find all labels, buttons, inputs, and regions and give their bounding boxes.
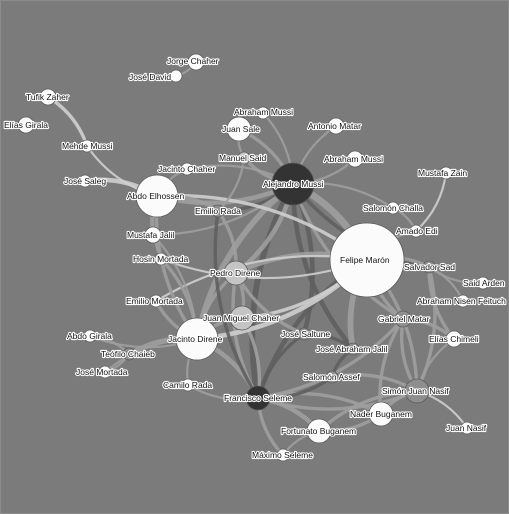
node-label-juan_sale: Juan Sale xyxy=(222,124,260,134)
node-emilio_rada[interactable] xyxy=(211,204,225,218)
node-label-jacinto_direne: Jacinto Direne xyxy=(168,334,223,344)
node-nader_buganem[interactable] xyxy=(368,401,394,427)
edge-mustafa_zain-amado_edi xyxy=(414,171,448,233)
node-layer xyxy=(17,53,490,462)
node-juan_nasif[interactable] xyxy=(460,421,474,435)
node-label-abdo_elhossen: Abdo Elhossen xyxy=(127,191,184,201)
node-jacinto_direne[interactable] xyxy=(175,317,219,361)
node-salvador_sad[interactable] xyxy=(422,260,436,274)
node-mustafa_zain[interactable] xyxy=(439,166,453,180)
node-label-abraham_mussi: Abraham Mussi xyxy=(234,107,293,117)
node-pedro_direne[interactable] xyxy=(223,260,249,286)
node-label-jose_saleg: José Saleg xyxy=(64,176,106,186)
node-emilio_mortada[interactable] xyxy=(149,294,163,308)
node-juan_miguel_chaher[interactable] xyxy=(229,305,255,331)
node-tufik_zaher[interactable] xyxy=(39,88,57,106)
node-jorge_chaher[interactable] xyxy=(187,53,205,71)
node-label-emilio_rada: Emilio Rada xyxy=(195,206,241,216)
node-label-teofilo_chaieb: Teófilo Chaieb xyxy=(101,349,155,359)
node-elias_girala[interactable] xyxy=(17,116,35,134)
edge-emilio_rada-francisco_seleme xyxy=(213,209,260,400)
node-label-jose_saltune: José Saltune xyxy=(281,329,330,339)
node-jacinto_chaher[interactable] xyxy=(180,162,194,176)
node-label-abdo_girala: Abdo Girala xyxy=(67,331,112,341)
node-mehde_mussi[interactable] xyxy=(80,139,94,153)
node-amado_edi[interactable] xyxy=(409,224,423,238)
node-label-nader_buganem: Nader Buganem xyxy=(350,409,412,419)
node-hosin_mortada[interactable] xyxy=(154,252,168,266)
node-jose_abraham_jalil[interactable] xyxy=(346,342,360,356)
node-label-elias_chimeli: Elías Chimeli xyxy=(429,334,479,344)
node-label-antonio_matar: Antonio Matar xyxy=(308,121,361,131)
node-label-juan_nasif: Juan Nasif xyxy=(446,423,487,433)
node-fortunato_buganem[interactable] xyxy=(306,418,332,444)
node-label-gabriel_matar: Gabriel Matar xyxy=(378,314,430,324)
node-abdo_elhossen[interactable] xyxy=(135,174,179,218)
node-alejandro_mussi[interactable] xyxy=(271,162,315,206)
node-jose_mortada[interactable] xyxy=(98,365,112,379)
node-jose_saleg[interactable] xyxy=(78,174,92,188)
node-mustafa_jalil[interactable] xyxy=(144,226,162,244)
node-jose_david[interactable] xyxy=(169,69,183,83)
node-gabriel_matar[interactable] xyxy=(394,310,412,328)
node-elias_chimeli[interactable] xyxy=(445,330,463,348)
node-label-jose_david: José David xyxy=(129,72,171,82)
node-francisco_seleme[interactable] xyxy=(245,385,271,411)
edge-salvador_sad-simon_juan_nasif xyxy=(415,265,437,393)
node-manuel_said[interactable] xyxy=(237,151,251,165)
node-label-amado_edi: Amado Edi xyxy=(396,226,438,236)
node-label-pedro_direne: Pedro Direne xyxy=(210,268,260,278)
node-label-tufik_zaher: Tufik Zaher xyxy=(26,92,69,102)
node-label-jose_mortada: José Mortada xyxy=(76,367,128,377)
node-camilo_rada[interactable] xyxy=(181,378,195,392)
node-label-salomon_challa: Salomón Challa xyxy=(363,203,423,213)
node-felipe_maron[interactable] xyxy=(329,222,405,298)
node-label-felipe_maron: Felipe Marón xyxy=(340,255,390,265)
node-teofilo_chaieb[interactable] xyxy=(122,347,136,361)
node-label-mustafa_jalil: Mustafa Jalil xyxy=(127,230,174,240)
node-label-maximo_seleme: Máximo Seleme xyxy=(252,450,313,460)
node-jose_saltune[interactable] xyxy=(297,327,311,341)
edge-alejandro_mussi-francisco_seleme xyxy=(249,181,296,401)
node-label-elias_girala: Elías Girala xyxy=(4,120,48,130)
edge-francisco_seleme-gabriel_matar xyxy=(256,317,405,400)
node-abraham_mussi_2[interactable] xyxy=(346,150,364,168)
node-said_arden[interactable] xyxy=(476,276,490,290)
node-label-salomon_assef: Salomón Assef xyxy=(303,372,360,382)
node-abraham_mussi[interactable] xyxy=(256,106,270,120)
node-antonio_matar[interactable] xyxy=(327,117,345,135)
node-label-francisco_seleme: Francisco Seleme xyxy=(224,393,292,403)
node-label-simon_juan_nasif: Simón Juan Nasif xyxy=(382,386,449,396)
node-maximo_seleme[interactable] xyxy=(276,448,290,462)
node-label-fortunato_buganem: Fortunato Buganem xyxy=(281,426,356,436)
node-abraham_nisen_feituch[interactable] xyxy=(456,294,470,308)
node-label-hosin_mortada: Hosin Mortada xyxy=(133,254,189,264)
edge-tufik_zaher-mehde_mussi xyxy=(46,95,89,148)
node-label-manuel_said: Manuel Said xyxy=(219,153,267,163)
node-label-abraham_mussi_2: Abraham Mussi xyxy=(324,154,383,164)
edge-alejandro_mussi-jose_abraham_jalil xyxy=(290,181,356,352)
node-juan_sale[interactable] xyxy=(226,116,252,142)
node-label-emilio_mortada: Emilio Mortada xyxy=(126,296,183,306)
node-label-jacinto_chaher: Jacinto Chaher xyxy=(158,164,215,174)
node-label-camilo_rada: Camilo Rada xyxy=(163,380,212,390)
node-label-mehde_mussi: Mehde Mussi xyxy=(62,141,113,151)
node-label-said_arden: Said Arden xyxy=(463,278,505,288)
node-salomon_challa[interactable] xyxy=(386,201,400,215)
node-label-juan_miguel_chaher: Juan Miguel Chaher xyxy=(203,313,279,323)
node-label-salvador_sad: Salvador Sad xyxy=(404,262,455,272)
node-label-abraham_nisen_feituch: Abraham Nisen Feituch xyxy=(417,296,506,306)
node-abdo_girala[interactable] xyxy=(83,329,97,343)
node-label-jorge_chaher: Jorge Chaher xyxy=(167,56,219,66)
node-salomon_assef[interactable] xyxy=(325,370,339,384)
node-label-mustafa_zain: Mustafa Zain xyxy=(418,168,467,178)
node-label-jose_abraham_jalil: José Abraham Jalil xyxy=(316,344,387,354)
node-label-alejandro_mussi: Alejandro Mussi xyxy=(263,179,324,189)
node-simon_juan_nasif[interactable] xyxy=(404,378,430,404)
